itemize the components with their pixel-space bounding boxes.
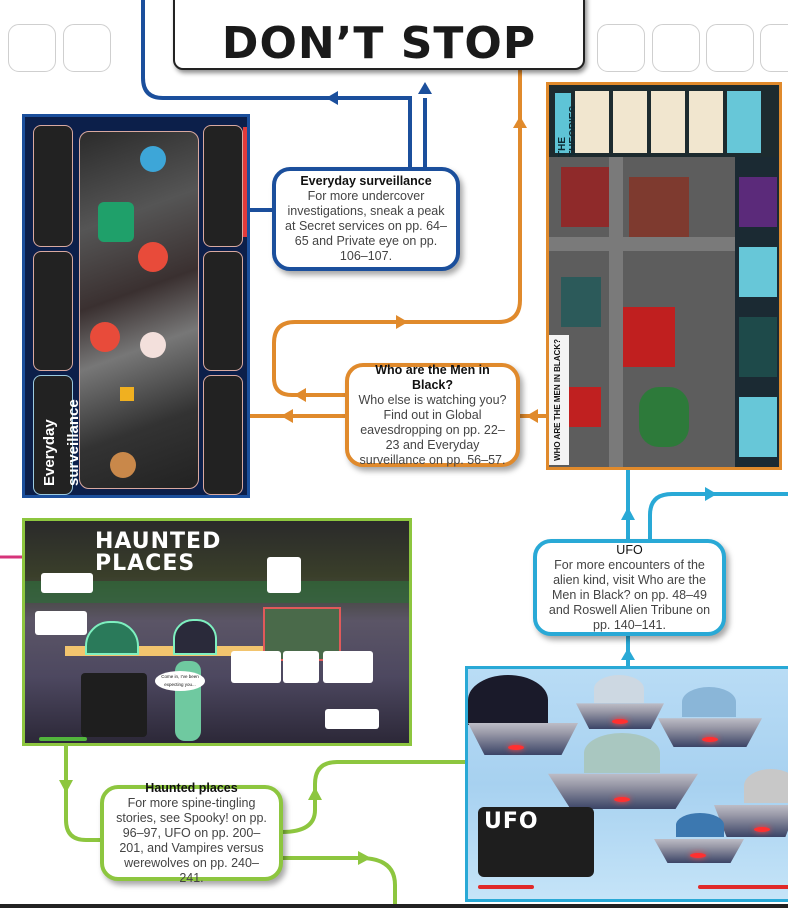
placeholder-tab <box>652 24 700 72</box>
ufo-illustration <box>714 769 788 837</box>
ufo-illustration <box>654 813 744 863</box>
spread-illustration <box>79 131 199 489</box>
callout-title: Everyday surveillance <box>300 174 432 188</box>
placeholder-tab <box>597 24 645 72</box>
city-map <box>549 157 735 467</box>
placeholder-tab <box>760 24 788 72</box>
ufo-illustration <box>468 675 578 765</box>
green-arrowhead <box>59 780 73 793</box>
spread-panel <box>33 251 73 371</box>
callout-title: Haunted places <box>145 780 238 795</box>
callout-everyday-surveillance[interactable]: Everyday surveillance For more undercove… <box>272 167 460 271</box>
blue-connector <box>141 0 427 212</box>
callout-ufo[interactable]: UFO For more encounters of the alien kin… <box>533 539 726 636</box>
cyan-arrowhead <box>621 507 635 520</box>
info-bubble <box>267 557 301 593</box>
green-arrowhead <box>308 787 322 800</box>
cyan-arrowhead <box>705 487 717 501</box>
spread-panel <box>203 125 243 247</box>
info-bubble <box>35 611 87 635</box>
spread-title: WHO ARE THE MEN IN BLACK? <box>553 339 562 461</box>
orange-arrowhead <box>294 388 306 402</box>
blue-arrowhead <box>418 82 432 94</box>
orange-arrowhead <box>513 116 527 128</box>
info-bubble <box>283 651 319 683</box>
callout-body: Who else is watching you? Find out in Gl… <box>358 392 507 467</box>
info-bubble <box>323 651 373 683</box>
ufo-title-panel: UFO <box>478 807 594 877</box>
page-tab-marker <box>698 885 788 889</box>
spread-ufo[interactable]: UFO <box>465 666 788 902</box>
spread-panel: Everyday surveillance <box>33 375 82 495</box>
callout-title: Who are the Men in Black? <box>375 362 490 392</box>
blue-arrowhead <box>326 91 338 105</box>
callout-haunted-places[interactable]: Haunted places For more spine-tingling s… <box>100 781 283 885</box>
placeholder-tab <box>706 24 754 72</box>
callout-body: For more encounters of the alien kind, v… <box>548 557 711 632</box>
orange-arrowhead <box>396 315 408 329</box>
spread-panel <box>33 125 73 247</box>
spread-panel <box>203 251 243 371</box>
page-tab-marker <box>243 127 247 237</box>
side-panel <box>735 157 779 467</box>
intro-panel <box>81 673 147 737</box>
callout-men-in-black[interactable]: Who are the Men in Black? Who else is wa… <box>345 363 520 467</box>
theories-strip: THE THEORIES <box>549 85 779 157</box>
spread-title: UFO <box>484 809 539 834</box>
page-title: DON’T STOP <box>221 18 537 69</box>
placeholder-tab <box>8 24 56 72</box>
bottom-edge <box>0 904 788 908</box>
ufo-illustration <box>576 675 664 730</box>
arch-window <box>85 621 139 655</box>
callout-body: For more spine-tingling stories, see Spo… <box>116 795 267 885</box>
spread-panel <box>203 375 243 495</box>
info-bubble <box>41 573 93 593</box>
placeholder-tab <box>63 24 111 72</box>
hill-illustration <box>25 581 409 603</box>
page-title-box: DON’T STOP <box>173 0 585 70</box>
title-panel: WHO ARE THE MEN IN BLACK? <box>549 335 569 465</box>
orange-arrowhead <box>281 409 293 423</box>
info-bubble <box>231 651 281 683</box>
glowing-ledge <box>65 646 265 656</box>
ufo-illustration <box>658 687 762 747</box>
arch-window <box>173 619 217 655</box>
page-tab-marker <box>39 737 87 741</box>
spread-men-in-black[interactable]: THE THEORIES WHO ARE THE MEN IN BLACK? <box>546 82 782 470</box>
speech-bubble: Come in, I’ve been expecting you... <box>155 671 205 691</box>
page-tab-marker <box>478 885 534 889</box>
green-arrowhead <box>358 851 371 865</box>
spread-haunted-places[interactable]: HAUNTED PLACES Come in, I’ve been expect… <box>22 518 412 746</box>
info-bubble <box>325 709 379 729</box>
orange-arrowhead <box>526 409 538 423</box>
spread-title: Everyday surveillance <box>41 399 82 486</box>
cyan-arrowhead <box>621 648 635 660</box>
spread-title: HAUNTED PLACES <box>95 529 222 576</box>
callout-body: For more undercover investigations, snea… <box>285 189 447 263</box>
ufo-illustration <box>548 733 698 809</box>
spread-everyday-surveillance[interactable]: Everyday surveillance <box>22 114 250 498</box>
callout-title: UFO <box>616 542 643 557</box>
